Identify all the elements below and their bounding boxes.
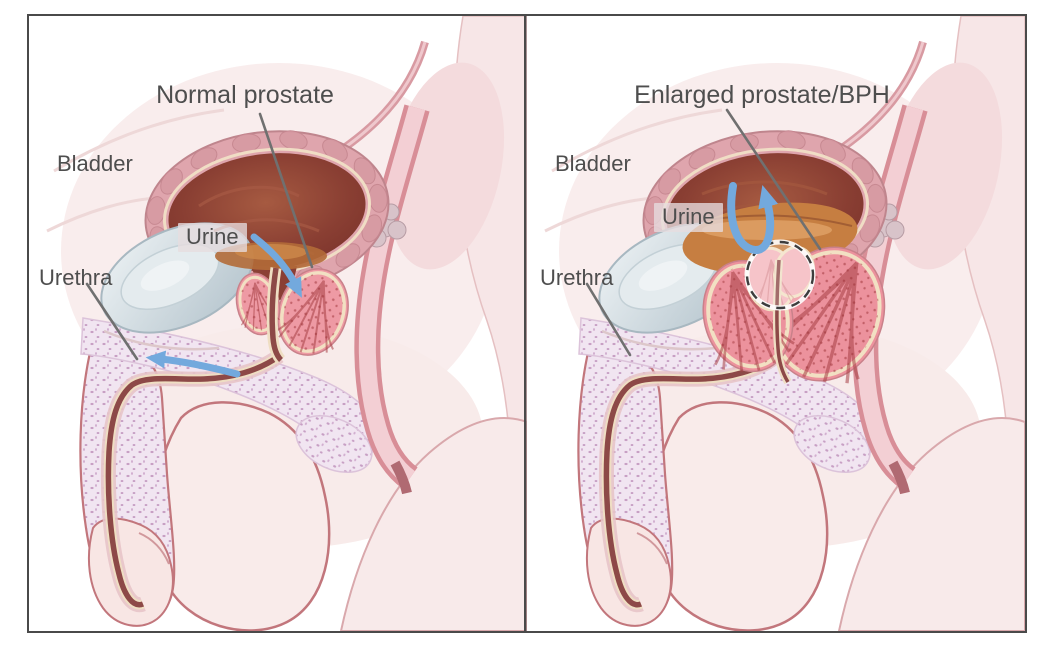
label-bladder-right: Bladder [555, 151, 631, 176]
panel-enlarged-prostate [527, 16, 1025, 631]
title-enlarged-prostate: Enlarged prostate/BPH [634, 81, 890, 109]
figure-frame: Normal prostate Bladder Urine Urethra En… [27, 14, 1027, 633]
anatomy-artwork [29, 16, 1025, 631]
leader-enlarged-prostate [725, 108, 822, 251]
panel-normal-prostate [29, 16, 527, 631]
title-normal-prostate: Normal prostate [156, 81, 334, 109]
label-urethra-right: Urethra [540, 265, 614, 290]
label-urine-right: Urine [654, 203, 723, 233]
leader-urethra-right [585, 282, 632, 357]
label-urine-left: Urine [178, 223, 247, 253]
label-urethra-left: Urethra [39, 265, 113, 290]
leader-urethra-left [85, 282, 139, 361]
panel-divider [524, 16, 527, 631]
leader-normal-prostate [258, 112, 314, 269]
label-bladder-left: Bladder [57, 151, 133, 176]
urine-backflow-up-arrow [727, 182, 779, 254]
urine-flow-left-arrow [145, 350, 241, 378]
urine-flow-down-arrow [250, 233, 302, 298]
dashed-circle-stroke [745, 240, 815, 310]
